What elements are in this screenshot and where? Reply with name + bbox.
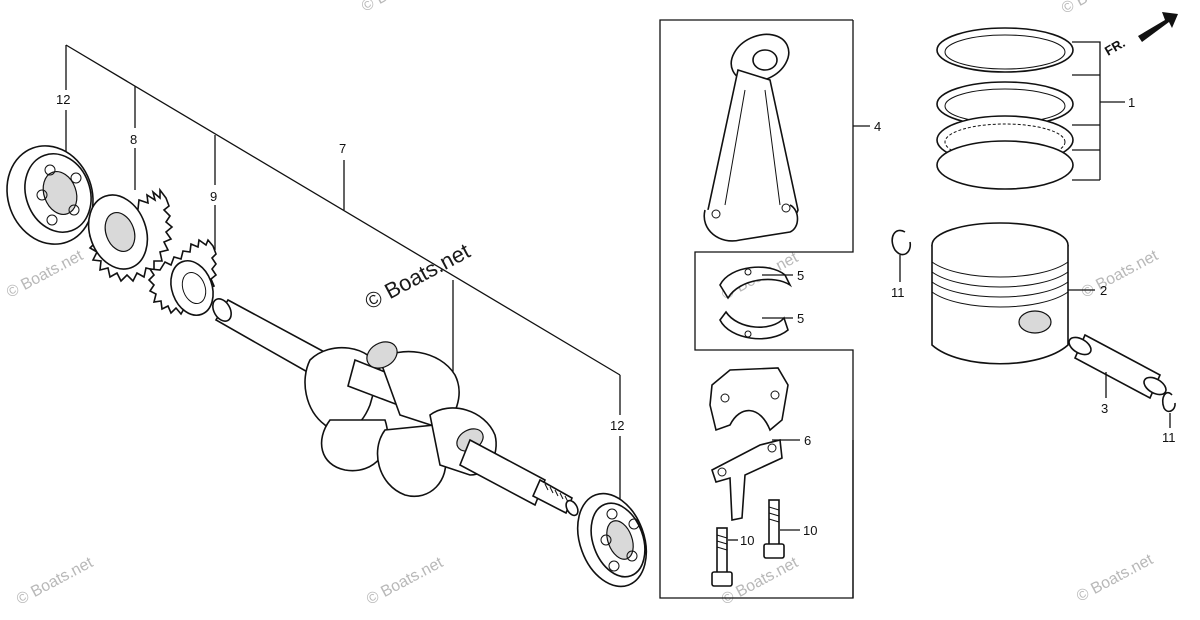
- front-arrow-icon: [1138, 12, 1178, 42]
- con-rod-bracket: [659, 19, 870, 599]
- rod-bolt-right: [763, 499, 785, 559]
- watermark-left: © Boats.net: [4, 247, 86, 302]
- leader-main-diagonal: [65, 44, 621, 376]
- callout-1: 1: [1128, 95, 1135, 110]
- callout-5-upper: 5: [797, 268, 804, 283]
- callout-3: 3: [1101, 401, 1108, 416]
- front-arrow-label: FR.: [1102, 35, 1128, 58]
- ball-bearing-right: [576, 492, 648, 588]
- watermark-top-right: © Boats.net: [1059, 0, 1141, 18]
- piston-ring-top: [936, 27, 1074, 73]
- callout-10-right: 10: [803, 523, 817, 538]
- callout-7: 7: [339, 141, 346, 156]
- callout-11-right: 11: [1162, 430, 1176, 445]
- bracket-lines: [659, 19, 854, 599]
- front-arrow: FR.: [1102, 12, 1178, 59]
- watermark-bottom-left: © Boats.net: [14, 554, 96, 609]
- piston-ring-oil: [936, 115, 1074, 190]
- connecting-rod: [703, 33, 799, 242]
- watermark-top-center: © Boats.net: [359, 0, 441, 16]
- piston-pin-clip-right: [1161, 391, 1176, 413]
- piston-pin: [1068, 333, 1167, 400]
- crankshaft-gear-large: [87, 187, 174, 283]
- callout-8: 8: [130, 132, 137, 147]
- callout-10-left: 10: [740, 533, 754, 548]
- watermark-right: © Boats.net: [1079, 247, 1161, 302]
- callout-12-right: 12: [610, 418, 624, 433]
- callout-4: 4: [874, 119, 881, 134]
- rod-cap: [709, 367, 789, 432]
- rod-bolt-left: [711, 527, 733, 587]
- lock-plate: [711, 439, 783, 521]
- callout-11-left: 11: [891, 285, 905, 300]
- piston-ring-leaders: [1072, 41, 1125, 181]
- piston: [931, 222, 1069, 365]
- crankshaft-leader-lines: [65, 44, 621, 500]
- callout-6: 6: [804, 433, 811, 448]
- callout-12-left: 12: [56, 92, 70, 107]
- bearing-shell-lower: [719, 310, 789, 340]
- crankshaft-gear-small: [147, 238, 218, 316]
- crankshaft: [212, 298, 579, 517]
- ball-bearing-left: [6, 145, 94, 245]
- watermark-main: © Boats.net: [361, 238, 475, 314]
- callout-9: 9: [210, 189, 217, 204]
- watermark-bottom-right: © Boats.net: [1074, 551, 1156, 606]
- watermark-bottom-center: © Boats.net: [364, 554, 446, 609]
- callout-5-lower: 5: [797, 311, 804, 326]
- callout-2: 2: [1100, 283, 1107, 298]
- piston-pin-clip-left: [891, 229, 912, 256]
